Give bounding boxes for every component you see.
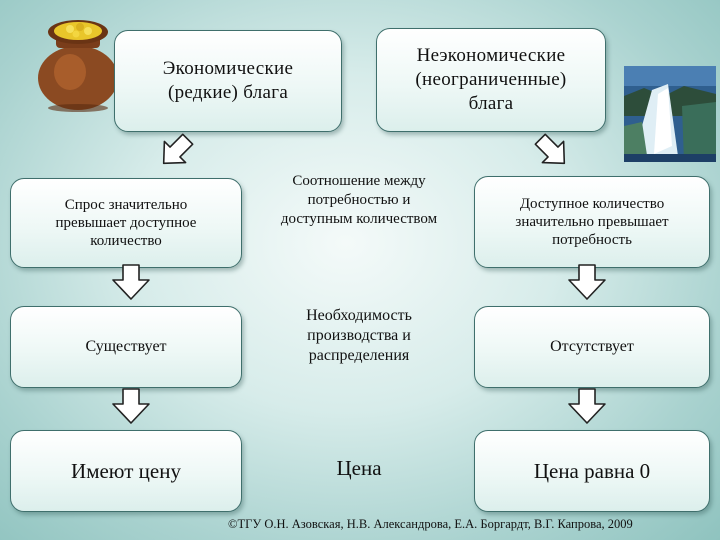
down-arrow-icon: [112, 388, 150, 424]
pot-of-gold-icon: [38, 20, 118, 112]
noneconomic-price-text: Цена равна 0: [533, 458, 651, 483]
noneconomic-price-box: Цена равна 0: [474, 430, 710, 512]
price-text: Цена: [336, 456, 382, 480]
copyright-footer: ©ТГУ О.Н. Азовская, Н.В. Александрова, Е…: [228, 517, 708, 532]
noneconomic-availability-text: Доступное количество значительно превыша…: [515, 196, 669, 248]
down-arrow-icon: [112, 264, 150, 300]
noneconomic-production-box: Отсутствует: [474, 306, 710, 388]
price-label: Цена: [274, 455, 444, 481]
economic-price-box: Имеют цену: [10, 430, 242, 512]
down-arrow-icon: [568, 264, 606, 300]
economic-goods-header: Экономические (редкие) блага: [114, 30, 342, 132]
copyright-text: ©ТГУ О.Н. Азовская, Н.В. Александрова, Е…: [228, 517, 633, 531]
economic-production-text: Существует: [85, 338, 167, 356]
economic-goods-header-text: Экономические (редкие) блага: [162, 58, 294, 103]
noneconomic-goods-header-text: Неэкономические (неограниченные) блага: [415, 45, 567, 114]
down-left-arrow-icon: [162, 133, 194, 165]
noneconomic-production-text: Отсутствует: [550, 338, 634, 356]
ratio-text: Соотношение между потребностью и доступн…: [280, 173, 438, 227]
ratio-label: Соотношение между потребностью и доступн…: [274, 172, 444, 228]
economic-production-box: Существует: [10, 306, 242, 388]
economic-price-text: Имеют цену: [71, 458, 181, 483]
production-label: Необходимость производства и распределен…: [274, 306, 444, 366]
down-arrow-icon: [568, 388, 606, 424]
noneconomic-goods-header: Неэкономические (неограниченные) блага: [376, 28, 606, 132]
production-text: Необходимость производства и распределен…: [306, 307, 412, 364]
economic-demand-text: Спрос значительно превышает доступное ко…: [55, 197, 197, 249]
down-right-arrow-icon: [534, 133, 566, 165]
economic-demand-box: Спрос значительно превышает доступное ко…: [10, 178, 242, 268]
noneconomic-availability-box: Доступное количество значительно превыша…: [474, 176, 710, 268]
waterfall-landscape-icon: [624, 66, 716, 162]
